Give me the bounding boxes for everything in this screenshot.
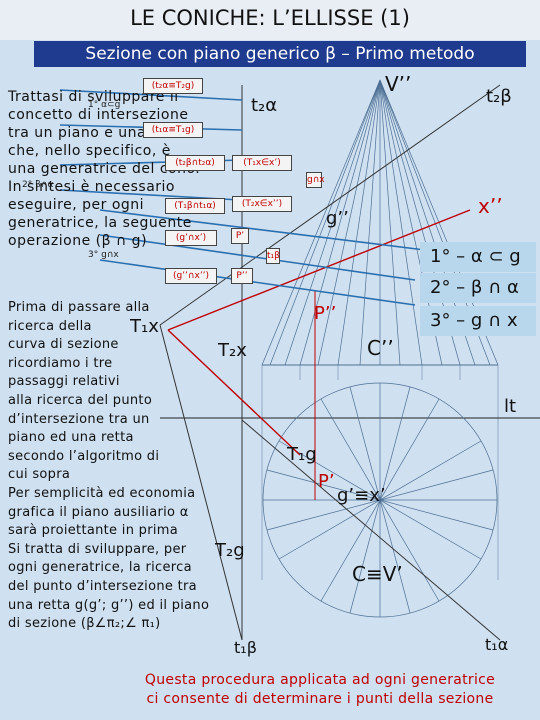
line-x-elevation	[167, 209, 471, 331]
algo-box-3: (t₂β∩t₂α)	[165, 155, 225, 171]
trace-beta	[159, 84, 501, 326]
step-1: 1° – α ⊂ g	[420, 242, 536, 272]
step-label-1: 1° α⊂g	[88, 100, 121, 110]
label-t2-alpha: t₂α	[251, 95, 278, 116]
label-lt: lt	[504, 396, 517, 417]
label-c-v1: C≡V’	[352, 562, 403, 586]
algo-mini-beta: t₁β	[266, 248, 280, 264]
label-t1g: T₁g	[287, 444, 317, 465]
label-c2: C’’	[367, 336, 394, 360]
label-x2: x’’	[478, 194, 503, 218]
line-x-plan	[167, 329, 301, 456]
label-v2: V’’	[385, 72, 412, 96]
title-bar: LE CONICHE: L’ELLISSE (1)	[0, 0, 540, 40]
algo-box-4: (T₁β∩t₁α)	[165, 198, 225, 214]
algo-box-6: (T₂x∈x’’)	[232, 196, 292, 212]
algo-mini-p2: P’’	[231, 268, 253, 284]
step-label-2: 2° β∩α	[22, 180, 54, 190]
algo-box-5: (T₁x∈x’)	[232, 155, 292, 171]
step-label-3: 3° g∩x	[88, 250, 119, 260]
label-t1-beta: t₁β	[234, 638, 257, 657]
label-g2: g’’	[326, 208, 349, 229]
page-title: LE CONICHE: L’ELLISSE (1)	[130, 6, 410, 30]
label-t1-alpha: t₁α	[485, 635, 509, 654]
intro-text: Trattasi di sviluppare il concetto di in…	[8, 89, 201, 249]
label-t2g: T₂g	[215, 540, 245, 561]
algo-mini-x: g∩x	[306, 172, 325, 188]
label-p2: P’’	[314, 303, 337, 324]
label-g1-x1: g’≡x’	[337, 485, 386, 506]
label-t2x: T₂x	[218, 340, 247, 361]
cone-plan	[262, 382, 498, 618]
step-3: 3° – g ∩ x	[420, 306, 536, 336]
label-t2-beta: t₂β	[486, 86, 512, 107]
subtitle-bar: Sezione con piano generico β – Primo met…	[34, 41, 526, 67]
algo-box-7: (g’∩x’)	[165, 230, 217, 246]
algo-box-8: (g’’∩x’’)	[165, 268, 217, 284]
body-text: Prima di passare alla ricerca della curv…	[8, 300, 210, 632]
step-2: 2° – β ∩ α	[420, 273, 536, 303]
trace-t1-beta	[159, 324, 243, 641]
label-t1x: T₁x	[130, 316, 159, 337]
trace-t1-alpha	[241, 419, 501, 641]
algo-mini-p1: P’	[231, 228, 249, 244]
footer-note: Questa procedura applicata ad ogni gener…	[144, 672, 496, 707]
label-p1: P’	[318, 471, 335, 492]
algo-box-2: (t₁α≡T₁g)	[143, 122, 203, 138]
algo-box-1: (t₂α≡T₂g)	[143, 78, 203, 94]
